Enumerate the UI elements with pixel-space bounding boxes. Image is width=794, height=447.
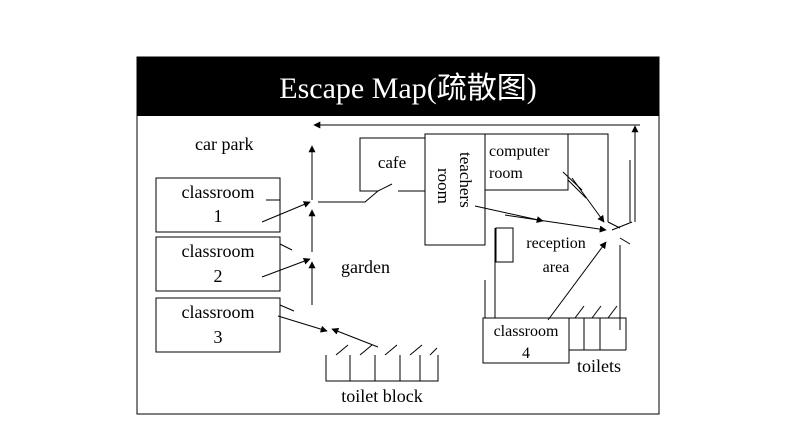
route-computer (571, 177, 605, 223)
escape-routes (261, 121, 640, 348)
reception-desk (495, 227, 514, 263)
label-classroom-1: classroom (182, 182, 255, 202)
label-toilets: toilets (577, 356, 621, 376)
label-computer: computer (489, 143, 550, 160)
route-classroom-1 (261, 201, 311, 223)
label-teachers-room: room (434, 168, 453, 204)
label-classroom-1-num: 1 (214, 206, 223, 226)
label-car-park: car park (195, 134, 253, 154)
label-classroom-4: classroom (494, 323, 559, 340)
computer-room-box (484, 133, 569, 191)
label-classroom-2: classroom (182, 241, 255, 261)
label-classroom-3: classroom (182, 302, 255, 322)
classroom-1-box (155, 177, 281, 233)
route-toilet-block (331, 328, 379, 348)
label-computer-room: room (489, 165, 523, 182)
title-bar (137, 57, 659, 116)
route-exit (611, 221, 633, 231)
label-reception: reception (526, 235, 586, 252)
route-cafe (318, 190, 379, 203)
route-classroom-3 (277, 315, 328, 333)
route-classroom-4 (547, 241, 607, 321)
label-teachers: teachers (456, 152, 475, 208)
label-reception-area: area (543, 259, 570, 276)
map-title: Escape Map(疏散图) (279, 72, 536, 105)
classroom-3-box (155, 297, 281, 353)
labels: car park classroom 1 classroom 2 classro… (182, 134, 621, 406)
label-classroom-4-num: 4 (522, 345, 530, 362)
walls (155, 133, 631, 382)
toilet-block-box (325, 355, 439, 382)
map-frame (136, 56, 660, 415)
classroom-4-box (482, 317, 570, 364)
classroom-2-box (155, 236, 281, 292)
route-classroom-2 (261, 257, 311, 278)
label-cafe: cafe (378, 153, 406, 172)
label-classroom-2-num: 2 (214, 266, 223, 286)
label-toilet-block: toilet block (341, 386, 422, 406)
route-reception (504, 214, 607, 233)
label-classroom-3-num: 3 (214, 327, 223, 347)
doors (266, 171, 631, 356)
cafe-box (359, 137, 426, 192)
label-garden: garden (341, 257, 390, 277)
